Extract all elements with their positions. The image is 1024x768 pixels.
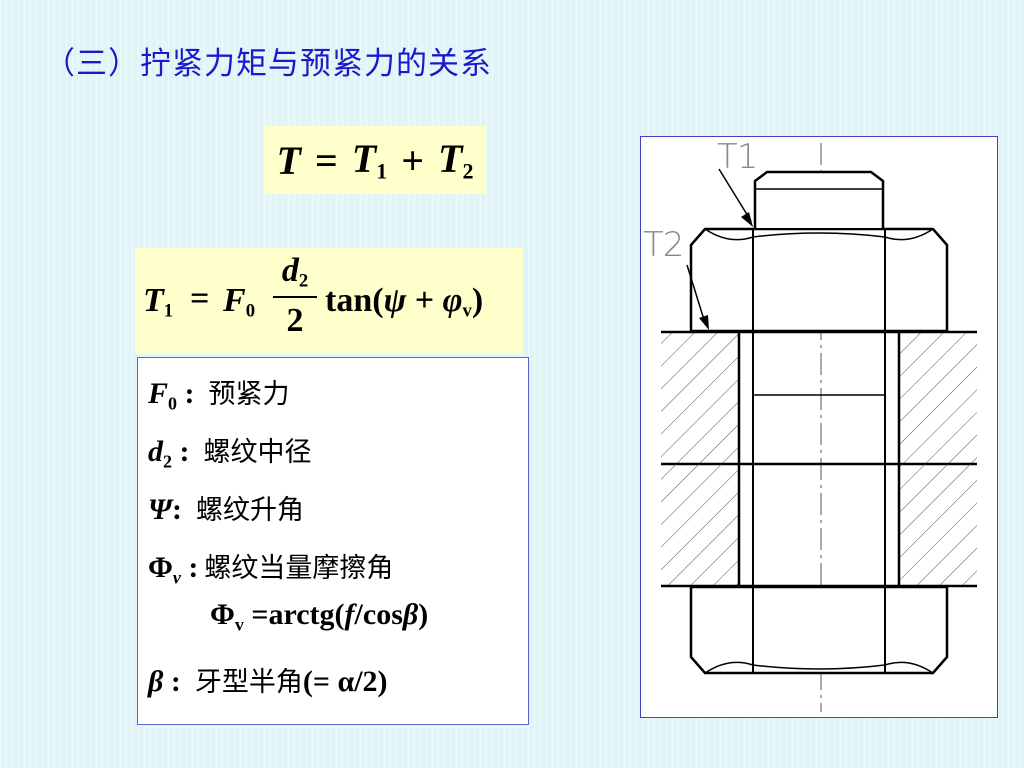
page-title: （三）拧紧力矩与预紧力的关系 [44,46,492,82]
eq1-plus: + [401,137,425,183]
legend-row-beta: β : 牙型半角(= α/2) [148,665,388,698]
eq2-fraction: d2 2 [273,252,317,340]
nut [689,227,949,333]
bolt-head [689,585,949,675]
legend-row-d2: d2 : 螺纹中径 [148,435,312,472]
bolt-shank [737,332,901,586]
legend-row-psi: Ψ: 螺纹升角 [148,493,304,526]
eq2-F0: F0 [223,282,256,322]
label-t1: T1 [717,137,758,177]
lower-plate [661,464,977,588]
bolt-section-svg [661,143,977,712]
eq1-T1: T1 [351,136,388,184]
legend-row-phi-v: Φv : 螺纹当量摩擦角 [148,551,394,588]
eq1-equals: = [314,137,338,183]
symbol-legend: F0 : 预紧力 d2 : 螺纹中径 Ψ: 螺纹升角 Φv : 螺纹当量摩擦角 … [137,357,529,725]
eq2-equals: = [190,280,210,317]
bolt-joint-drawing: T1 T2 [640,136,998,718]
eq2-T1: T1 [143,282,174,322]
equivalent-friction-angle-formula: Φv =arctg(f/cosβ) [210,598,429,635]
t2-leader-arrow [686,264,709,330]
eq1-T2: T2 [438,136,474,184]
label-t2: T2 [643,225,684,265]
eq1-T: T [276,137,301,183]
fraction-bar [273,296,317,298]
fraction-numerator: d2 [281,252,309,292]
legend-row-f0: F0 : 预紧力 [148,377,290,414]
upper-plate [661,330,977,466]
fraction-denominator: 2 [286,302,304,339]
eq2-tan-expression: tan(ψ + φv) [325,282,484,322]
torque-sum-equation: T = T1 + T2 [264,126,486,194]
bolt-end [753,170,885,228]
thread-torque-equation: T1 = F0 d2 2 tan(ψ + φv) [135,248,523,354]
t1-leader-arrow [718,168,753,227]
